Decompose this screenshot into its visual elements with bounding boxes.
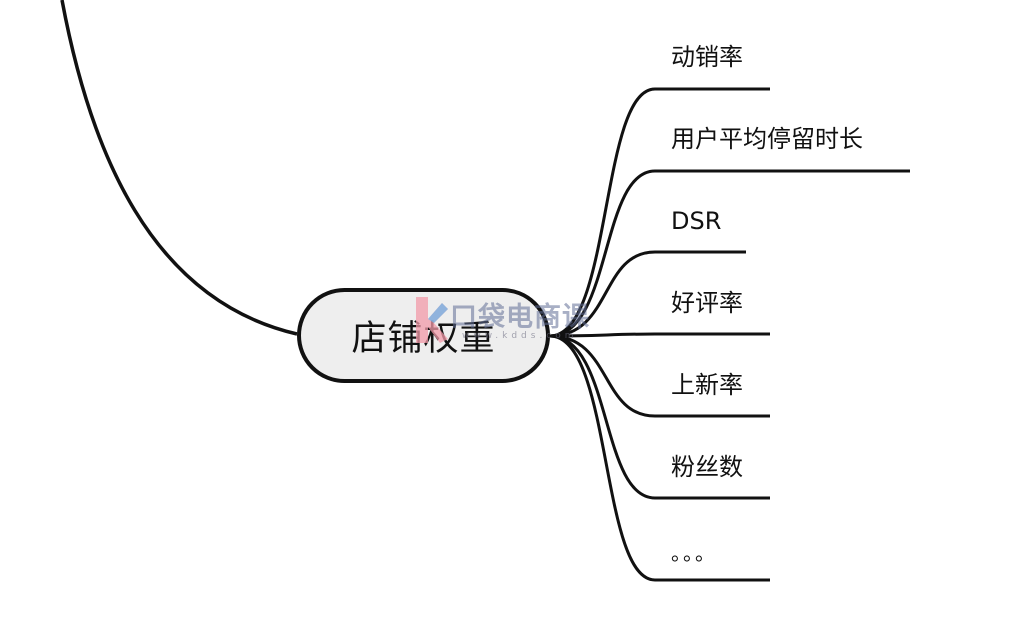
- branch-connector-2: [549, 250, 746, 338]
- central-topic-node[interactable]: 店铺权重: [297, 288, 550, 383]
- branch-label-followers[interactable]: 粉丝数: [671, 453, 743, 481]
- branch-label-positive-rate[interactable]: 好评率: [671, 289, 743, 317]
- branch-connector-6: [549, 334, 770, 582]
- branch-label-new-listing-rate[interactable]: 上新率: [671, 371, 743, 399]
- central-topic-label: 店铺权重: [351, 319, 496, 359]
- branch-label-ellipsis[interactable]: 。。。: [671, 541, 717, 565]
- branch-connectors: [549, 87, 910, 582]
- branch-connector-5: [549, 334, 770, 500]
- branch-label-avg-stay-time[interactable]: 用户平均停留时长: [671, 125, 863, 153]
- branch-connector-0: [549, 87, 770, 338]
- branch-label-sales-rate[interactable]: 动销率: [671, 43, 743, 71]
- branch-connector-1: [549, 169, 910, 338]
- branch-label-dsr[interactable]: DSR: [671, 207, 722, 235]
- parent-connector-line: [60, 0, 298, 336]
- branch-connector-3: [549, 332, 770, 338]
- branch-connector-4: [549, 334, 770, 418]
